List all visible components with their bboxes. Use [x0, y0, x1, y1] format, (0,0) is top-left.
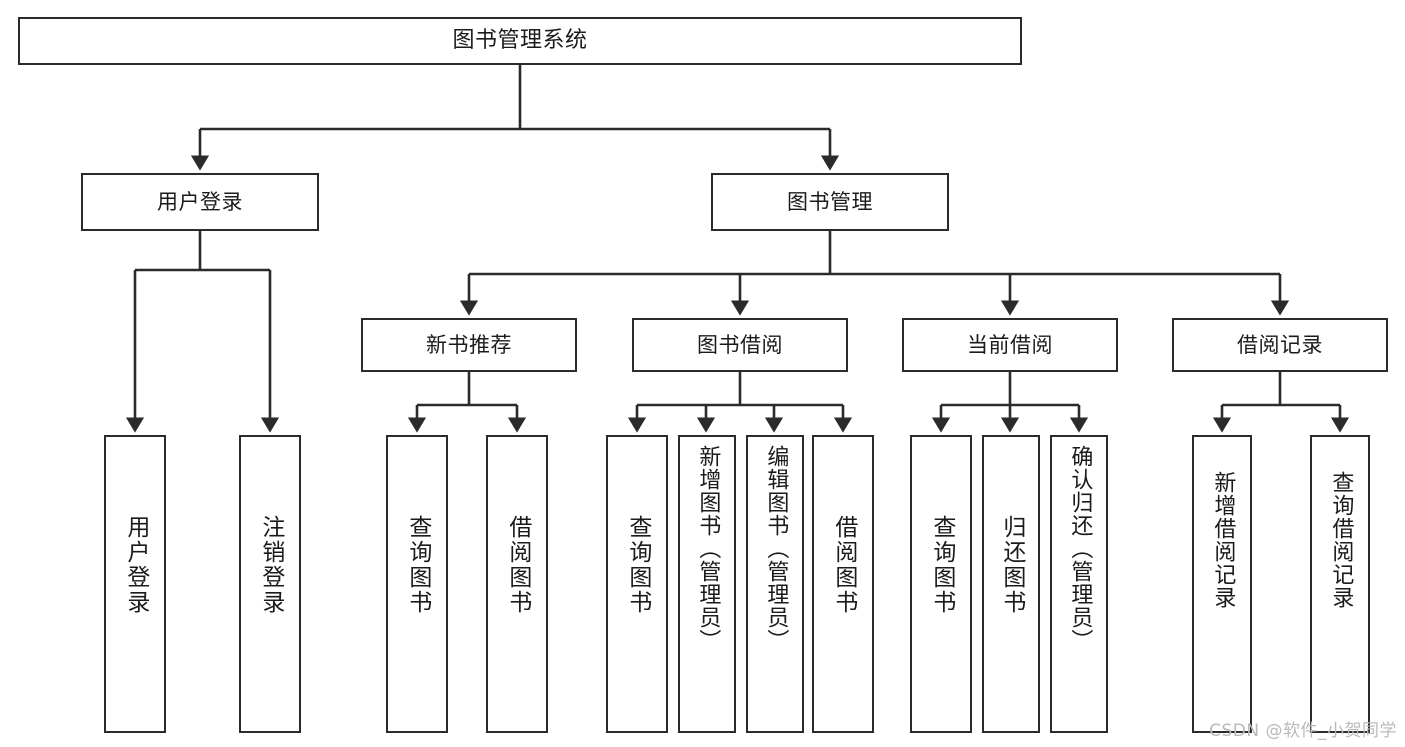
node-label: 图书管理	[787, 189, 873, 214]
node-label: 新增图书（管理员）	[695, 445, 721, 652]
leaf-add-book-admin[interactable]: 新增图书（管理员）	[678, 435, 736, 733]
leaf-user-login[interactable]: 用户登录	[104, 435, 166, 733]
node-label: 查询借阅记录	[1328, 471, 1354, 609]
node-label: 图书借阅	[697, 332, 783, 357]
node-label: 查询图书	[404, 515, 431, 615]
csdn-watermark: CSDN @软件_小贺同学	[1209, 721, 1397, 741]
leaf-borrow-book[interactable]: 借阅图书	[812, 435, 874, 733]
node-label: 归还图书	[998, 515, 1025, 615]
node-book-management[interactable]: 图书管理	[711, 173, 949, 231]
node-book-borrow[interactable]: 图书借阅	[632, 318, 848, 372]
node-label: 借阅图书	[830, 515, 857, 615]
node-label: 借阅图书	[504, 515, 531, 615]
node-label: 新书推荐	[426, 332, 512, 357]
leaf-logout[interactable]: 注销登录	[239, 435, 301, 733]
node-label: 注销登录	[257, 515, 284, 615]
node-label: 当前借阅	[967, 332, 1053, 357]
node-user-login[interactable]: 用户登录	[81, 173, 319, 231]
node-label: 确认归还（管理员）	[1067, 445, 1093, 652]
leaf-query-book-recommend[interactable]: 查询图书	[386, 435, 448, 733]
node-borrow-record[interactable]: 借阅记录	[1172, 318, 1388, 372]
node-label: 查询图书	[624, 515, 651, 615]
node-label: 编辑图书（管理员）	[763, 445, 789, 652]
leaf-confirm-return-admin[interactable]: 确认归还（管理员）	[1050, 435, 1108, 733]
node-root-book-management-system[interactable]: 图书管理系统	[18, 17, 1022, 65]
leaf-edit-book-admin[interactable]: 编辑图书（管理员）	[746, 435, 804, 733]
leaf-borrow-book-recommend[interactable]: 借阅图书	[486, 435, 548, 733]
node-label: 用户登录	[157, 189, 243, 214]
node-label: 用户登录	[122, 515, 149, 615]
leaf-query-book-borrow[interactable]: 查询图书	[606, 435, 668, 733]
node-label: 查询图书	[928, 515, 955, 615]
leaf-add-borrow-record[interactable]: 新增借阅记录	[1192, 435, 1252, 733]
node-label: 图书管理系统	[452, 28, 588, 54]
node-new-book-recommend[interactable]: 新书推荐	[361, 318, 577, 372]
leaf-return-book[interactable]: 归还图书	[982, 435, 1040, 733]
node-label: 新增借阅记录	[1210, 471, 1236, 609]
node-label: 借阅记录	[1237, 332, 1323, 357]
node-current-borrow[interactable]: 当前借阅	[902, 318, 1118, 372]
leaf-query-borrow-record[interactable]: 查询借阅记录	[1310, 435, 1370, 733]
leaf-query-book-current[interactable]: 查询图书	[910, 435, 972, 733]
